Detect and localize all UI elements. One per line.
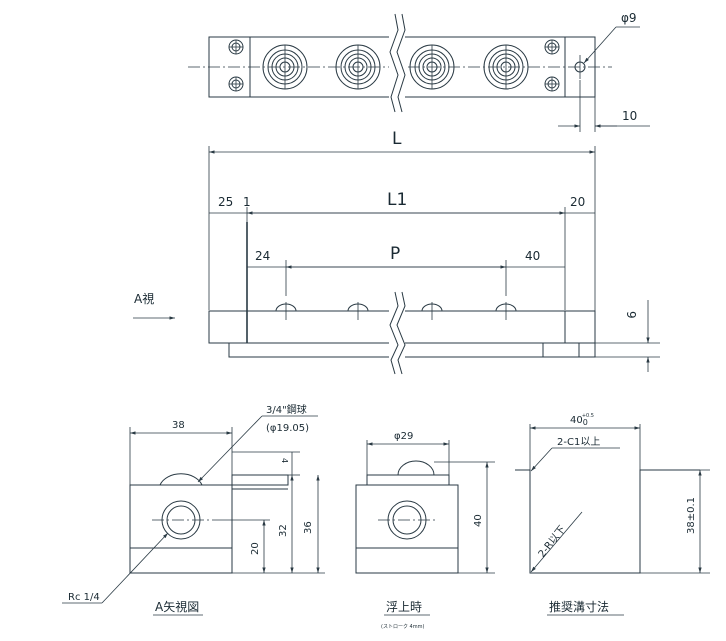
break-line [389,291,406,375]
port-label: Rc 1/4 [68,592,100,603]
groove-chamfer: 2-C1以上 [557,436,600,448]
ball-unit [262,44,308,90]
ball-top [275,302,297,320]
groove-radius: 2-R以下 [537,524,568,560]
view-arrow-label: A視 [134,291,154,306]
float-view: φ29 40 浮上時 (ストローク 4mm) [355,431,495,630]
ball-unit [335,44,381,90]
ball-top [495,302,517,320]
plan-view: φ9 10 [188,11,650,132]
ball-top [347,302,369,320]
float-height: 40 [473,514,484,527]
groove-view: 400+0.5 2-C1以上 2-R以下 38±0.1 推奨溝寸法 [515,413,710,616]
float-subtitle: (ストローク 4mm) [381,624,424,630]
dim-right-20: 20 [570,195,585,209]
groove-title: 推奨溝寸法 [549,600,609,614]
dim-P: P [390,244,400,264]
ball-label: 3/4"鋼球 [266,403,307,416]
dim-right-40: 40 [525,249,540,263]
dim-20: 20 [250,542,261,555]
float-ball-dia: φ29 [394,431,413,442]
front-view: L L1 25 1 20 P 24 40 [133,129,660,375]
dim-32: 32 [278,524,289,537]
dim-left-25: 25 [218,195,233,209]
mount-hole [574,55,586,79]
bolt-hole [228,76,244,92]
groove-width: 400+0.5 [570,413,594,427]
dim-4: 4 [280,458,289,463]
view-a-title: A矢視図 [155,599,199,614]
dim-36: 36 [303,521,314,534]
bolt-hole [544,76,560,92]
groove-width-tol-lower: 0 [583,418,588,427]
break-line [389,13,406,114]
bolt-hole [544,39,560,55]
groove-depth: 38±0.1 [686,497,697,534]
dim-left-24: 24 [255,249,270,263]
bolt-hole [228,39,244,55]
ball-dia-label: (φ19.05) [266,423,309,434]
edge-offset-dim: 10 [622,109,637,123]
dim-left-1: 1 [243,195,251,209]
groove-width-base: 40 [570,415,583,426]
dim-L1: L1 [387,190,407,210]
hole-dia-label: φ9 [621,11,637,25]
dim-width-38: 38 [172,420,185,431]
view-a: 38 3/4"鋼球 (φ19.05) 4 20 32 36 Rc 1 [62,403,325,616]
groove-width-tol-upper: +0.5 [582,413,594,419]
ball-unit [483,44,529,90]
float-title: 浮上時 [386,600,422,614]
ball-top [421,302,443,320]
dim-height-9: 9 [624,311,638,319]
ball-unit [409,44,455,90]
dim-L: L [392,129,402,149]
